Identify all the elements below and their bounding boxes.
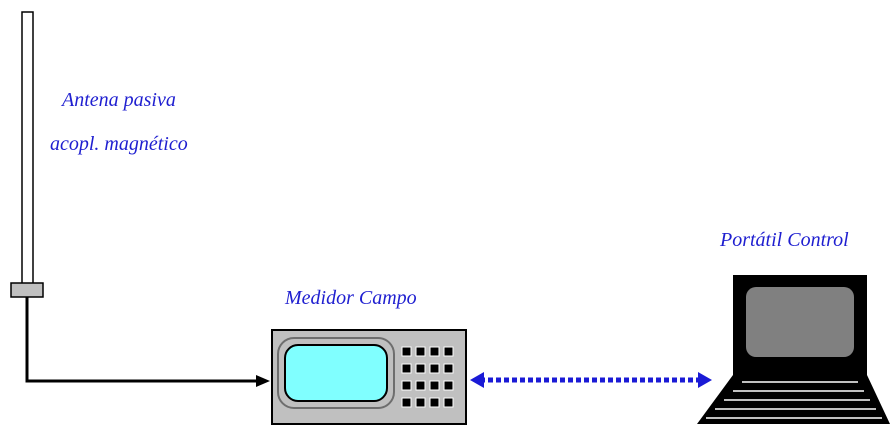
keypad-key (429, 363, 440, 374)
keypad-key (415, 397, 426, 408)
meter-label: Medidor Campo (285, 287, 417, 309)
data-link-arrow (470, 372, 712, 388)
antenna-mast (21, 11, 34, 285)
keypad-key (401, 397, 412, 408)
keypad-key (415, 346, 426, 357)
antenna-label-line1: Antena pasiva (62, 89, 176, 111)
keypad-key (401, 346, 412, 357)
field-meter-icon (271, 329, 467, 425)
laptop-screen (746, 287, 854, 357)
keypad-key (415, 380, 426, 391)
link-arrowhead-right (698, 372, 712, 388)
keypad-key (443, 363, 454, 374)
keypad-key (429, 397, 440, 408)
keypad-key (429, 346, 440, 357)
link-arrowhead-left (470, 372, 484, 388)
keypad-key (443, 346, 454, 357)
meter-screen (284, 344, 388, 402)
keypad-key (443, 397, 454, 408)
antenna-cable (25, 297, 270, 387)
laptop-icon (697, 275, 890, 424)
keypad-key (429, 380, 440, 391)
keypad-key (415, 363, 426, 374)
laptop-keyboard (706, 381, 882, 419)
antenna-label-line2: acopl. magnético (50, 133, 188, 155)
meter-keypad (401, 346, 454, 408)
keypad-key (401, 380, 412, 391)
cable-arrowhead (256, 375, 270, 387)
antenna-icon (10, 11, 44, 298)
keypad-key (401, 363, 412, 374)
laptop-label: Portátil Control (720, 229, 849, 251)
antenna-base (10, 282, 44, 298)
keypad-key (443, 380, 454, 391)
